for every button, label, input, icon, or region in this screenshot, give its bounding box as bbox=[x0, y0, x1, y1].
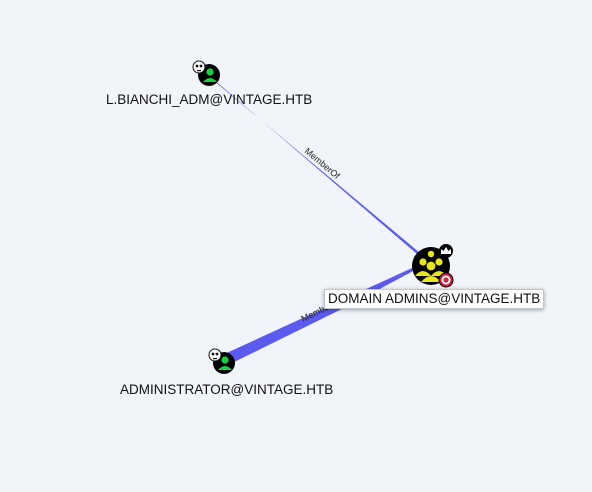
target-icon bbox=[438, 272, 454, 288]
node-label-administrator: ADMINISTRATOR@VINTAGE.HTB bbox=[120, 382, 334, 397]
skull-icon bbox=[192, 60, 206, 74]
node-label-lbianchi: L.BIANCHI_ADM@VINTAGE.HTB bbox=[106, 92, 313, 107]
user-icon bbox=[203, 68, 217, 82]
crown-icon bbox=[439, 244, 453, 258]
edge-label: MemberOf bbox=[303, 146, 342, 181]
node-administrator[interactable] bbox=[208, 348, 235, 374]
edge-administrator-memberof[interactable]: MemberOf bbox=[220, 268, 415, 366]
node-lbianchi[interactable] bbox=[192, 60, 220, 86]
skull-icon bbox=[208, 348, 222, 362]
node-label-domainadmins: DOMAIN ADMINS@VINTAGE.HTB bbox=[324, 289, 545, 309]
node-domainadmins[interactable] bbox=[412, 244, 454, 288]
user-icon bbox=[218, 356, 232, 370]
group-icon bbox=[415, 250, 447, 282]
